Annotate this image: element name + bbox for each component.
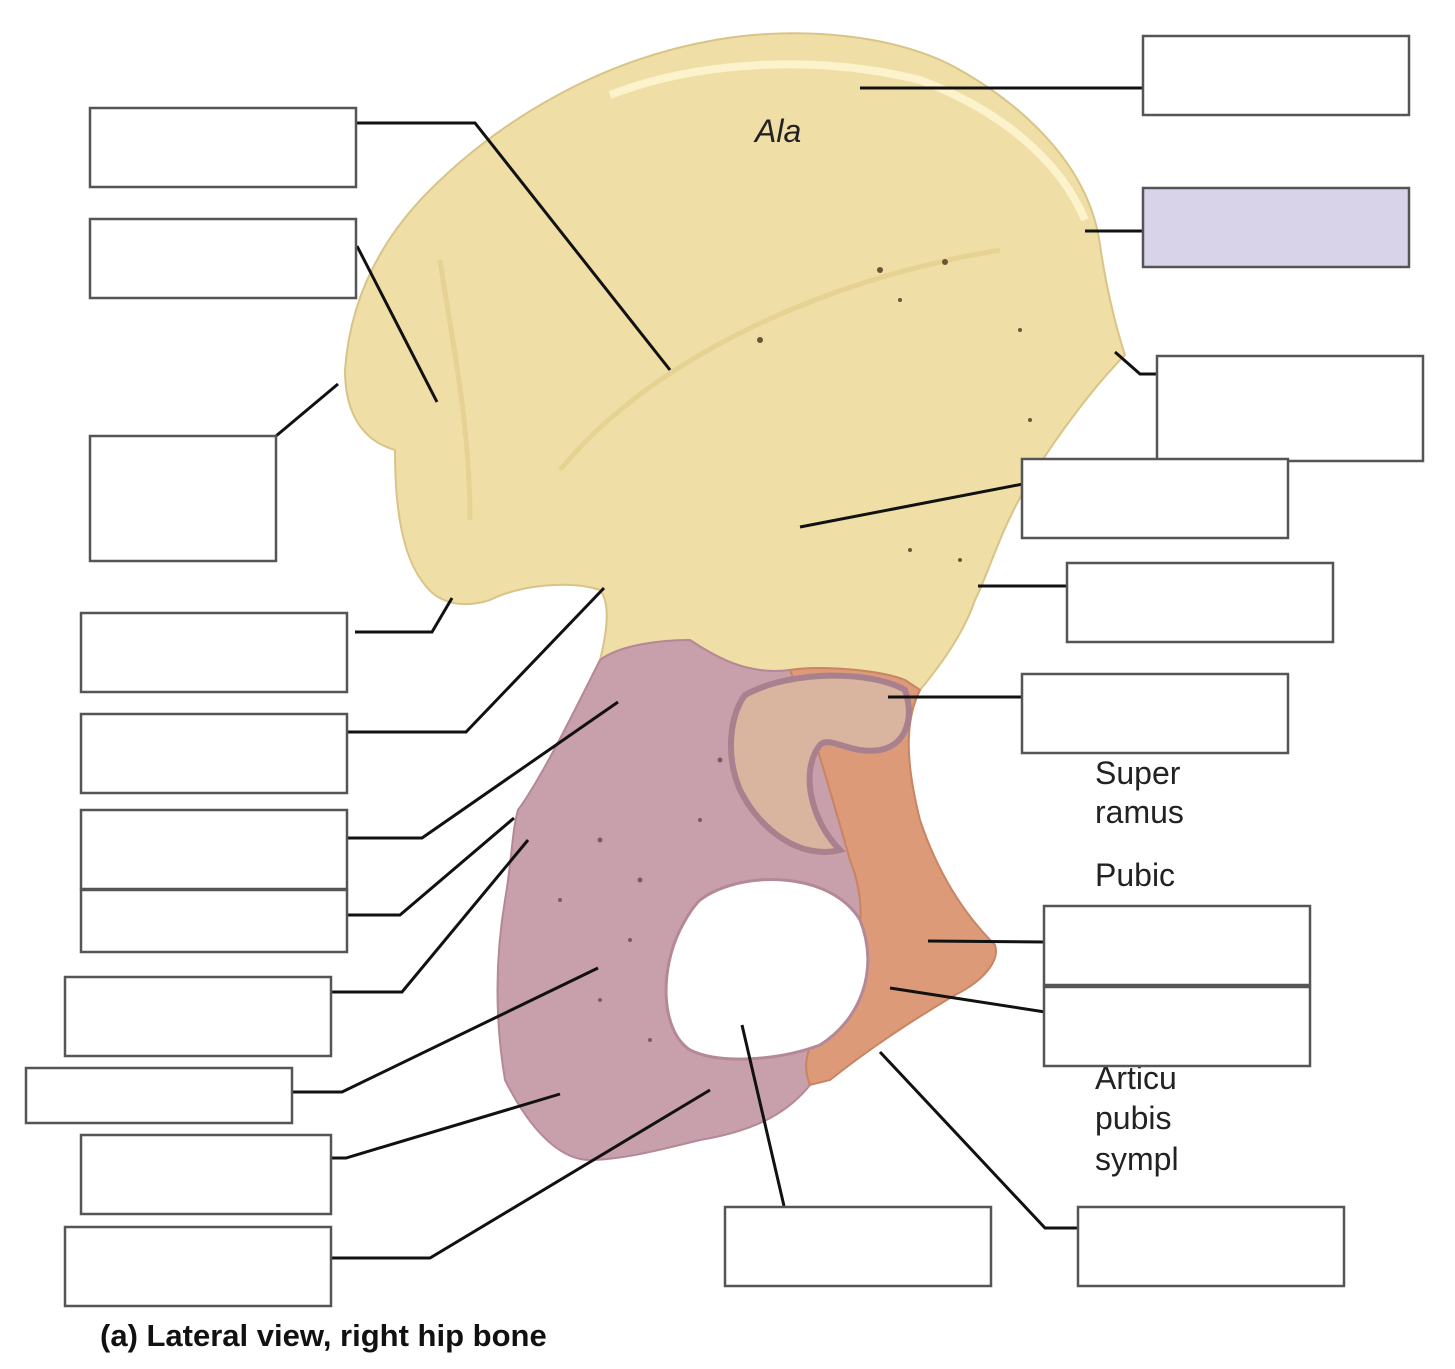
label-box-greater-sciatic-notch[interactable]: [79, 712, 349, 795]
label-box-anterior-gluteal-line[interactable]: [88, 217, 358, 300]
ischium-dots: [558, 757, 723, 1042]
label-box-lesser-sciatic-notch[interactable]: [63, 975, 333, 1058]
leader-inferior-ramus: [878, 1050, 1080, 1230]
articular-label-line3: sympl: [1095, 1141, 1179, 1177]
iliac-crest-line: [608, 60, 1089, 222]
leader-obturator: [740, 1024, 786, 1207]
label-box-obturator[interactable]: [723, 1205, 993, 1288]
label-box-inferior-ramus-pubis[interactable]: [1042, 985, 1312, 1068]
label-box-gluteal-surface[interactable]: [1020, 457, 1290, 540]
label-box-ischial-body[interactable]: [24, 1066, 294, 1125]
figure-caption: (a) Lateral view, right hip bone: [100, 1318, 547, 1353]
acetabulum-rim: [728, 672, 912, 855]
label-box-ischial-spine[interactable]: [79, 888, 349, 954]
leader-asis: [1114, 350, 1158, 376]
foramina-dots: [757, 259, 1032, 562]
label-box-ischial-ramus[interactable]: [63, 1225, 333, 1308]
label-box-psis[interactable]: [88, 434, 278, 563]
leader-lines: [275, 86, 1158, 1260]
leader-piis: [355, 597, 454, 634]
superior-ramus-label-line1: Super: [1095, 755, 1181, 791]
leader-posterior-gluteal-line: [357, 121, 672, 371]
label-boxes: [24, 34, 1425, 1308]
superior-ramus-label-line2: ramus: [1095, 794, 1184, 830]
leader-greater-sciatic-notch: [348, 586, 606, 734]
leader-pubic-tubercle: [927, 939, 1046, 944]
label-box-piis[interactable]: [79, 611, 349, 694]
label-box-highlighted[interactable]: [1141, 186, 1411, 269]
leader-ischial-tuberosity: [332, 1092, 561, 1160]
label-box-pubic-tubercle[interactable]: [1042, 904, 1312, 987]
label-box-iliac-crest[interactable]: [1141, 34, 1411, 117]
leader-gluteal-surface: [799, 482, 1024, 529]
leader-psis: [275, 382, 339, 438]
leader-inferior-ramus-pubis: [889, 986, 1046, 1014]
label-box-aiis[interactable]: [1065, 561, 1335, 644]
articular-label-line2: pubis: [1095, 1100, 1172, 1136]
label-box-acetabulum[interactable]: [1020, 672, 1290, 755]
label-box-body-ischium[interactable]: [79, 808, 349, 891]
leader-ischial-body: [292, 966, 599, 1094]
hip-bone: [343, 32, 1127, 1162]
label-box-posterior-gluteal-line[interactable]: [88, 106, 358, 189]
leader-body-ischium: [348, 700, 619, 840]
ala-label: Ala: [753, 113, 801, 149]
anterior-gluteal-line-shade: [558, 247, 1001, 472]
leader-ischial-ramus: [332, 1088, 711, 1260]
leader-ischial-spine: [348, 816, 515, 917]
gluteal-line-shade: [437, 259, 473, 521]
label-box-inferior-ramus[interactable]: [1076, 1205, 1346, 1288]
leader-lesser-sciatic-notch: [332, 839, 530, 994]
label-box-asis[interactable]: [1155, 354, 1425, 463]
leader-anterior-gluteal-line: [355, 245, 439, 403]
pubic-label: Pubic: [1095, 857, 1175, 893]
obturator-foramen: [664, 878, 870, 1061]
label-box-ischial-tuberosity[interactable]: [79, 1133, 333, 1216]
